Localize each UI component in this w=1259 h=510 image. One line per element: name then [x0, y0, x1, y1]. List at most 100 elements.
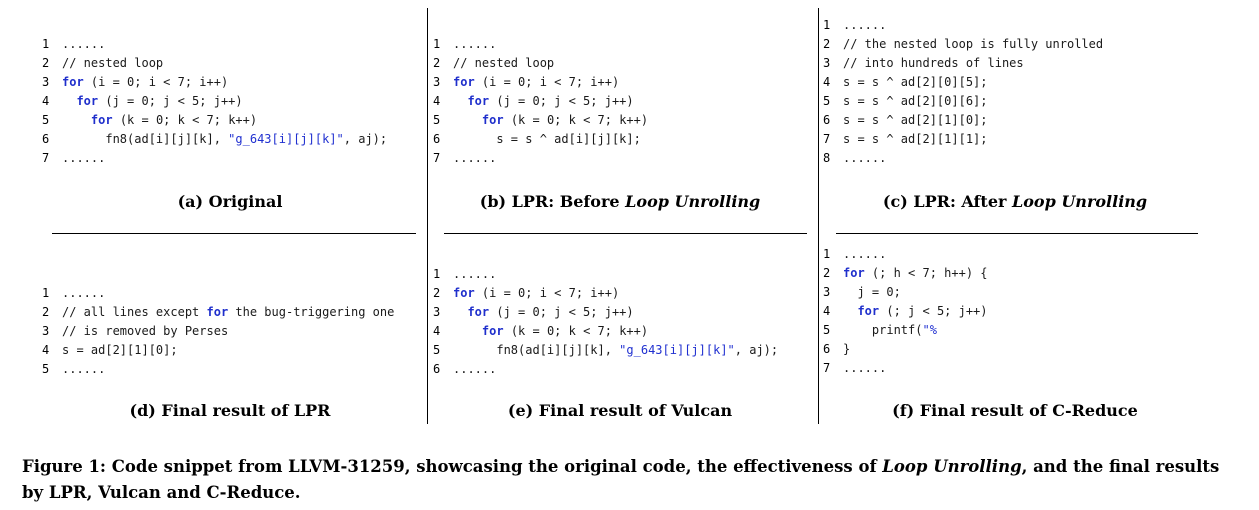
- line-number: 5: [42, 113, 50, 127]
- code-text: // all lines except for the bug-triggeri…: [62, 305, 395, 319]
- code-text: ......: [843, 361, 887, 375]
- code-text: j = 0;: [843, 285, 901, 299]
- code-line: 5 for (k = 0; k < 7; k++): [42, 111, 257, 130]
- code-text: ......: [453, 362, 497, 376]
- code-line: 6......: [433, 360, 496, 379]
- line-number: 1: [433, 267, 441, 281]
- code-line: 5 for (k = 0; k < 7; k++): [433, 111, 648, 130]
- code-text: }: [843, 342, 851, 356]
- code-text: ......: [843, 247, 887, 261]
- divider-horizontal-1: [52, 233, 416, 234]
- line-number: 6: [823, 113, 831, 127]
- divider-vertical-2: [818, 8, 819, 424]
- line-number: 2: [42, 305, 50, 319]
- line-number: 2: [42, 56, 50, 70]
- line-number: 2: [433, 56, 441, 70]
- code-text: // into hundreds of lines: [843, 56, 1024, 70]
- code-text: ......: [62, 37, 106, 51]
- code-line: 5 printf("%: [823, 321, 937, 340]
- line-number: 3: [823, 285, 831, 299]
- code-text: // nested loop: [62, 56, 164, 70]
- code-line: 3 j = 0;: [823, 283, 901, 302]
- code-text: for (; h < 7; h++) {: [843, 266, 988, 280]
- code-text: ......: [62, 286, 106, 300]
- code-line: 7......: [42, 149, 105, 168]
- code-text: // the nested loop is fully unrolled: [843, 37, 1104, 51]
- code-line: 2 for (; h < 7; h++) {: [823, 264, 988, 283]
- line-number: 1: [433, 37, 441, 51]
- code-line: 3 for (i = 0; i < 7; i++): [433, 73, 619, 92]
- line-number: 3: [823, 56, 831, 70]
- code-text: ......: [843, 151, 887, 165]
- divider-horizontal-3: [836, 233, 1198, 234]
- line-number: 1: [823, 18, 831, 32]
- code-text: s = s ^ ad[2][0][6];: [843, 94, 988, 108]
- line-number: 2: [823, 37, 831, 51]
- line-number: 5: [823, 323, 831, 337]
- code-line: 1......: [433, 35, 496, 54]
- code-line: 1......: [433, 265, 496, 284]
- line-number: 7: [433, 151, 441, 165]
- line-number: 2: [433, 286, 441, 300]
- line-number: 5: [42, 362, 50, 376]
- line-number: 4: [433, 324, 441, 338]
- line-number: 6: [42, 132, 50, 146]
- code-line: 5 fn8(ad[i][j][k], "g_643[i][j][k]", aj)…: [433, 341, 778, 360]
- line-number: 7: [823, 361, 831, 375]
- line-number: 3: [433, 75, 441, 89]
- code-line: 1......: [823, 16, 886, 35]
- line-number: 5: [433, 343, 441, 357]
- code-line: 4 for (; j < 5; j++): [823, 302, 988, 321]
- code-text: for (; j < 5; j++): [857, 304, 988, 318]
- line-number: 3: [42, 324, 50, 338]
- line-number: 1: [823, 247, 831, 261]
- code-line: 8......: [823, 149, 886, 168]
- divider-vertical-1: [427, 8, 428, 424]
- code-text: s = s ^ ad[2][1][1];: [843, 132, 988, 146]
- line-number: 6: [823, 342, 831, 356]
- code-line: 3 // into hundreds of lines: [823, 54, 1024, 73]
- code-line: 1......: [42, 35, 105, 54]
- code-text: fn8(ad[i][j][k], "g_643[i][j][k]", aj);: [453, 343, 779, 357]
- line-number: 8: [823, 151, 831, 165]
- line-number: 5: [433, 113, 441, 127]
- code-line: 4 for (j = 0; j < 5; j++): [433, 92, 634, 111]
- caption-e: (e) Final result of Vulcan: [507, 401, 733, 420]
- caption-c: (c) LPR: After Loop Unrolling: [882, 192, 1148, 211]
- code-text: ......: [453, 267, 497, 281]
- caption-a: (a) Original: [177, 192, 283, 211]
- code-text: ......: [453, 151, 497, 165]
- line-number: 6: [433, 132, 441, 146]
- code-line: 2 // the nested loop is fully unrolled: [823, 35, 1103, 54]
- code-text: for (k = 0; k < 7; k++): [481, 324, 649, 338]
- code-text: for (k = 0; k < 7; k++): [90, 113, 258, 127]
- code-text: for (j = 0; j < 5; j++): [76, 94, 243, 108]
- line-number: 3: [42, 75, 50, 89]
- code-text: for (j = 0; j < 5; j++): [467, 94, 634, 108]
- line-number: 3: [433, 305, 441, 319]
- divider-horizontal-2: [444, 233, 807, 234]
- code-text: ......: [453, 37, 497, 51]
- code-text: s = ad[2][1][0];: [62, 343, 178, 357]
- code-text: ......: [62, 151, 106, 165]
- line-number: 2: [823, 266, 831, 280]
- code-line: 1......: [42, 284, 105, 303]
- code-line: 7......: [433, 149, 496, 168]
- code-text: for (i = 0; i < 7; i++): [453, 75, 620, 89]
- code-text: for (j = 0; j < 5; j++): [467, 305, 634, 319]
- code-line: 2// nested loop: [433, 54, 554, 73]
- code-line: 1......: [823, 245, 886, 264]
- code-line: 6 s = s ^ ad[i][j][k];: [433, 130, 641, 149]
- line-number: 4: [433, 94, 441, 108]
- code-text: s = s ^ ad[2][0][5];: [843, 75, 988, 89]
- code-line: 2 // all lines except for the bug-trigger…: [42, 303, 394, 322]
- line-number: 1: [42, 37, 50, 51]
- caption-b: (b) LPR: Before Loop Unrolling: [479, 192, 761, 211]
- code-text: ......: [843, 18, 887, 32]
- code-line: 4 for (j = 0; j < 5; j++): [42, 92, 243, 111]
